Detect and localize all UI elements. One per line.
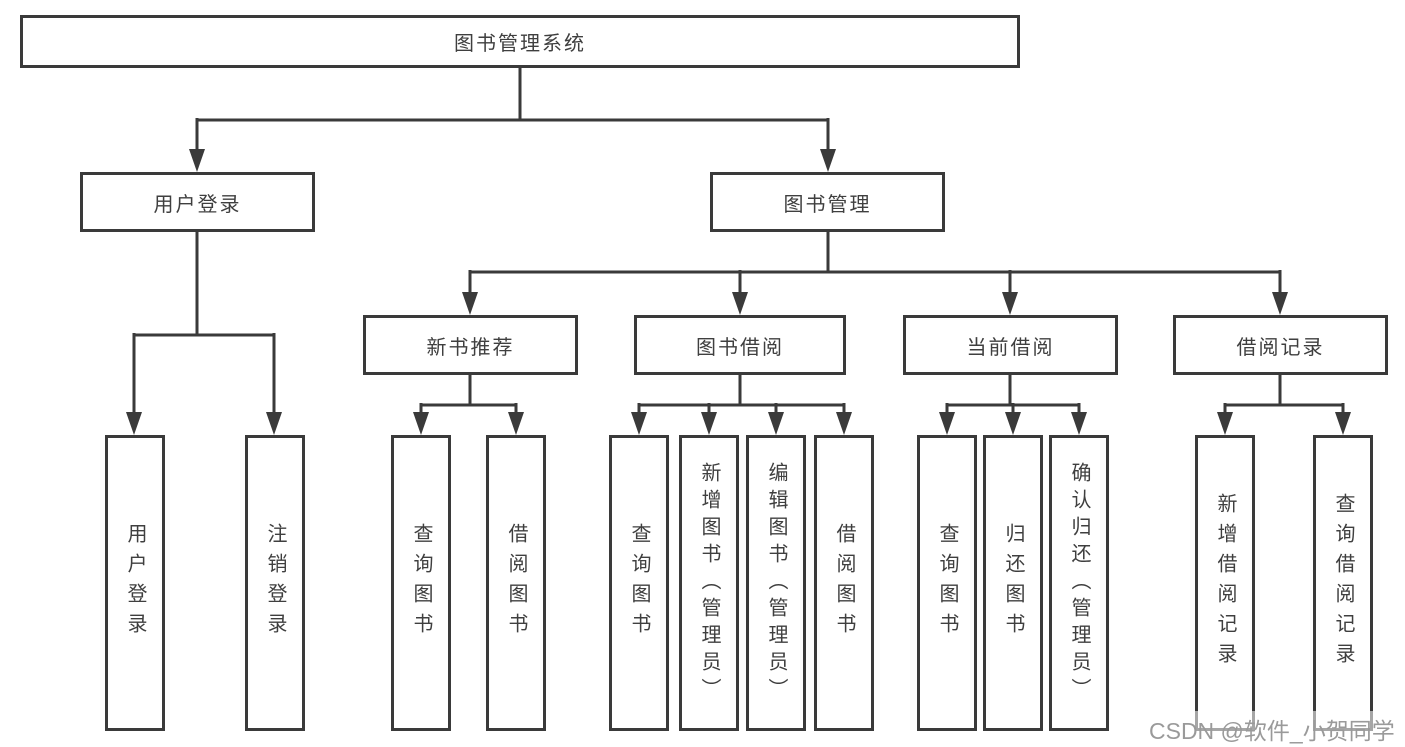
leaf-query-book-recommend-label: 查询图书 xyxy=(410,523,432,643)
leaf-return-book: 归还图书 xyxy=(983,435,1043,731)
node-book-borrow-label: 图书借阅 xyxy=(696,336,784,359)
leaf-add-book-admin-label: 新增图书（管理员） xyxy=(698,461,720,705)
node-new-book-recommend: 新书推荐 xyxy=(363,315,578,375)
leaf-query-book-recommend: 查询图书 xyxy=(391,435,451,731)
node-borrow-records: 借阅记录 xyxy=(1173,315,1388,375)
node-book-management-label: 图书管理 xyxy=(783,193,872,216)
leaf-user-login-label: 用户登录 xyxy=(124,523,146,643)
leaf-query-book-current: 查询图书 xyxy=(917,435,977,731)
node-root-label: 图书管理系统 xyxy=(454,33,586,55)
node-borrow-records-label: 借阅记录 xyxy=(1236,336,1325,359)
leaf-query-borrow-record: 查询借阅记录 xyxy=(1313,435,1373,731)
leaf-edit-book-admin-label: 编辑图书（管理员） xyxy=(765,461,787,705)
node-book-management: 图书管理 xyxy=(710,172,945,232)
node-user-login-label: 用户登录 xyxy=(153,193,242,216)
csdn-watermark: CSDN @软件_小贺同学 xyxy=(1146,711,1398,747)
leaf-borrow-book: 借阅图书 xyxy=(814,435,874,731)
leaf-logout: 注销登录 xyxy=(245,435,305,731)
leaf-logout-label: 注销登录 xyxy=(264,523,286,643)
leaf-confirm-return-admin-label: 确认归还（管理员） xyxy=(1068,461,1090,705)
leaf-return-book-label: 归还图书 xyxy=(1002,523,1024,643)
leaf-add-borrow-record: 新增借阅记录 xyxy=(1195,435,1255,731)
leaf-query-book-borrow: 查询图书 xyxy=(609,435,669,731)
leaf-edit-book-admin: 编辑图书（管理员） xyxy=(746,435,806,731)
leaf-borrow-book-recommend: 借阅图书 xyxy=(486,435,546,731)
node-book-borrow: 图书借阅 xyxy=(634,315,846,375)
leaf-query-borrow-record-label: 查询借阅记录 xyxy=(1332,493,1354,673)
node-root: 图书管理系统 xyxy=(20,15,1020,68)
leaf-add-borrow-record-label: 新增借阅记录 xyxy=(1214,493,1236,673)
leaf-add-book-admin: 新增图书（管理员） xyxy=(679,435,739,731)
leaf-query-book-borrow-label: 查询图书 xyxy=(628,523,650,643)
leaf-borrow-book-label: 借阅图书 xyxy=(833,523,855,643)
leaf-query-book-current-label: 查询图书 xyxy=(936,523,958,643)
leaf-confirm-return-admin: 确认归还（管理员） xyxy=(1049,435,1109,731)
node-new-book-recommend-label: 新书推荐 xyxy=(426,336,515,359)
leaf-borrow-book-recommend-label: 借阅图书 xyxy=(505,523,527,643)
node-current-borrow: 当前借阅 xyxy=(903,315,1118,375)
leaf-user-login: 用户登录 xyxy=(105,435,165,731)
node-user-login: 用户登录 xyxy=(80,172,315,232)
node-current-borrow-label: 当前借阅 xyxy=(966,336,1055,359)
